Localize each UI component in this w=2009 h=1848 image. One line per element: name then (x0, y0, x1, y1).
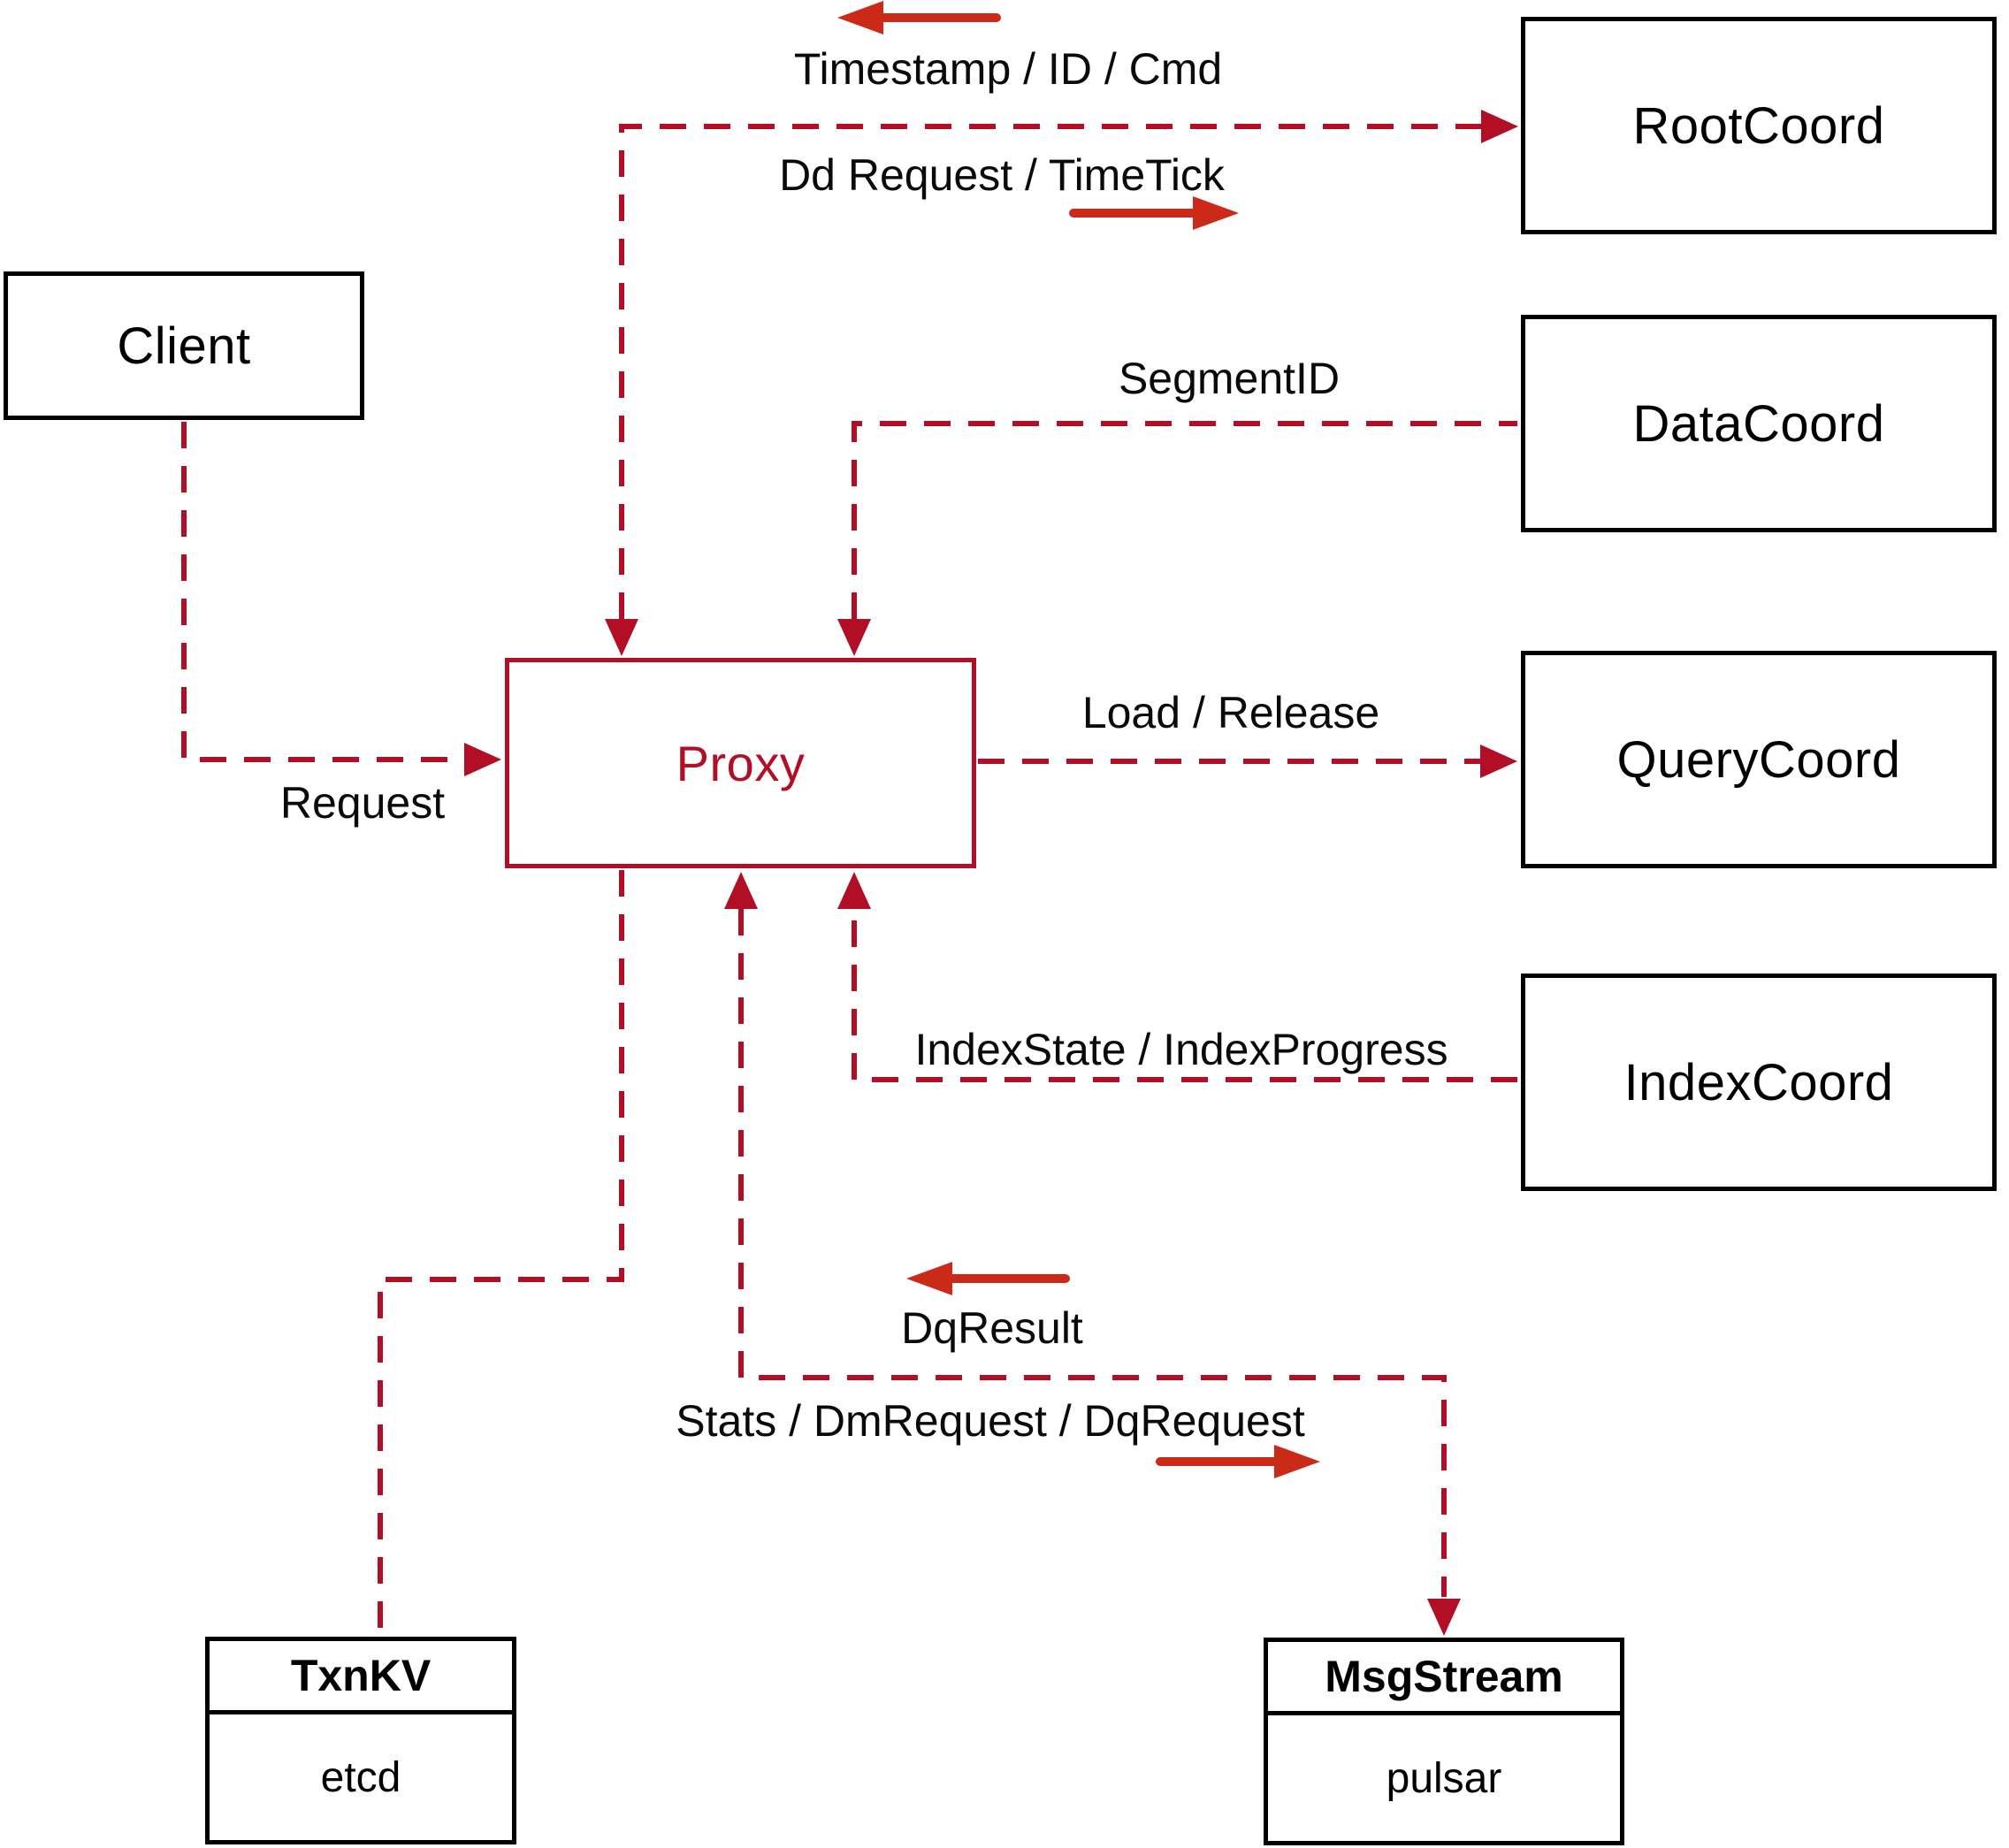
edge-label-segment-id: SegmentID (1118, 354, 1341, 403)
node-datacoord: DataCoord (1521, 315, 1997, 532)
arrowhead-into-rootcoord (1481, 110, 1518, 143)
node-txnkv-impl: etcd (320, 1753, 401, 1801)
node-txnkv-title: TxnKV (210, 1641, 512, 1714)
arrowhead-into-proxy-left (464, 743, 501, 776)
edge-indexcoord-proxy (852, 909, 1517, 1082)
direction-arrowhead-left-dqresult (906, 1262, 952, 1295)
node-rootcoord-label: RootCoord (1632, 96, 1885, 155)
edge-datacoord-proxy (852, 421, 1517, 619)
edge-label-stats: Stats / DmRequest / DqRequest (676, 1396, 1305, 1446)
edge-proxy-msgstream (738, 909, 1447, 1597)
edge-label-dq-result: DqResult (901, 1303, 1083, 1353)
edge-proxy-txnkv (378, 870, 624, 1635)
node-querycoord: QueryCoord (1521, 651, 1997, 868)
edge-label-index-state: IndexState / IndexProgress (914, 1025, 1448, 1074)
arrowhead-into-proxy-bottom-mid (724, 872, 758, 909)
arrowhead-into-proxy-bottom-right (837, 872, 871, 909)
direction-arrowhead-right-ddrequest (1193, 196, 1239, 230)
direction-arrowhead-left-timestamp (837, 1, 883, 34)
edge-label-dd-request: Dd Request / TimeTick (779, 150, 1225, 200)
arrowhead-into-proxy-top-right (837, 619, 871, 656)
edge-label-load-release: Load / Release (1081, 688, 1380, 737)
direction-arrowhead-right-stats (1274, 1445, 1320, 1478)
node-msgstream: MsgStream pulsar (1264, 1638, 1624, 1845)
node-msgstream-impl: pulsar (1386, 1754, 1502, 1802)
arrowhead-into-querycoord (1480, 745, 1517, 778)
node-txnkv: TxnKV etcd (205, 1637, 516, 1844)
edge-label-request: Request (279, 778, 446, 828)
edge-proxy-rootcoord (619, 124, 1481, 619)
node-datacoord-label: DataCoord (1632, 394, 1885, 453)
node-indexcoord: IndexCoord (1521, 974, 1997, 1191)
edge-client-proxy (181, 422, 464, 762)
node-proxy: Proxy (505, 658, 976, 868)
node-indexcoord-label: IndexCoord (1623, 1053, 1894, 1111)
node-proxy-label: Proxy (676, 735, 806, 791)
node-client-label: Client (117, 317, 251, 375)
arrowhead-into-msgstream (1427, 1599, 1461, 1636)
node-rootcoord: RootCoord (1521, 17, 1997, 234)
edge-label-timestamp: Timestamp / ID / Cmd (793, 44, 1223, 94)
node-querycoord-label: QueryCoord (1616, 730, 1901, 789)
arrowhead-into-proxy-top-left (605, 619, 638, 656)
node-client: Client (4, 271, 364, 420)
node-msgstream-title: MsgStream (1268, 1642, 1620, 1715)
